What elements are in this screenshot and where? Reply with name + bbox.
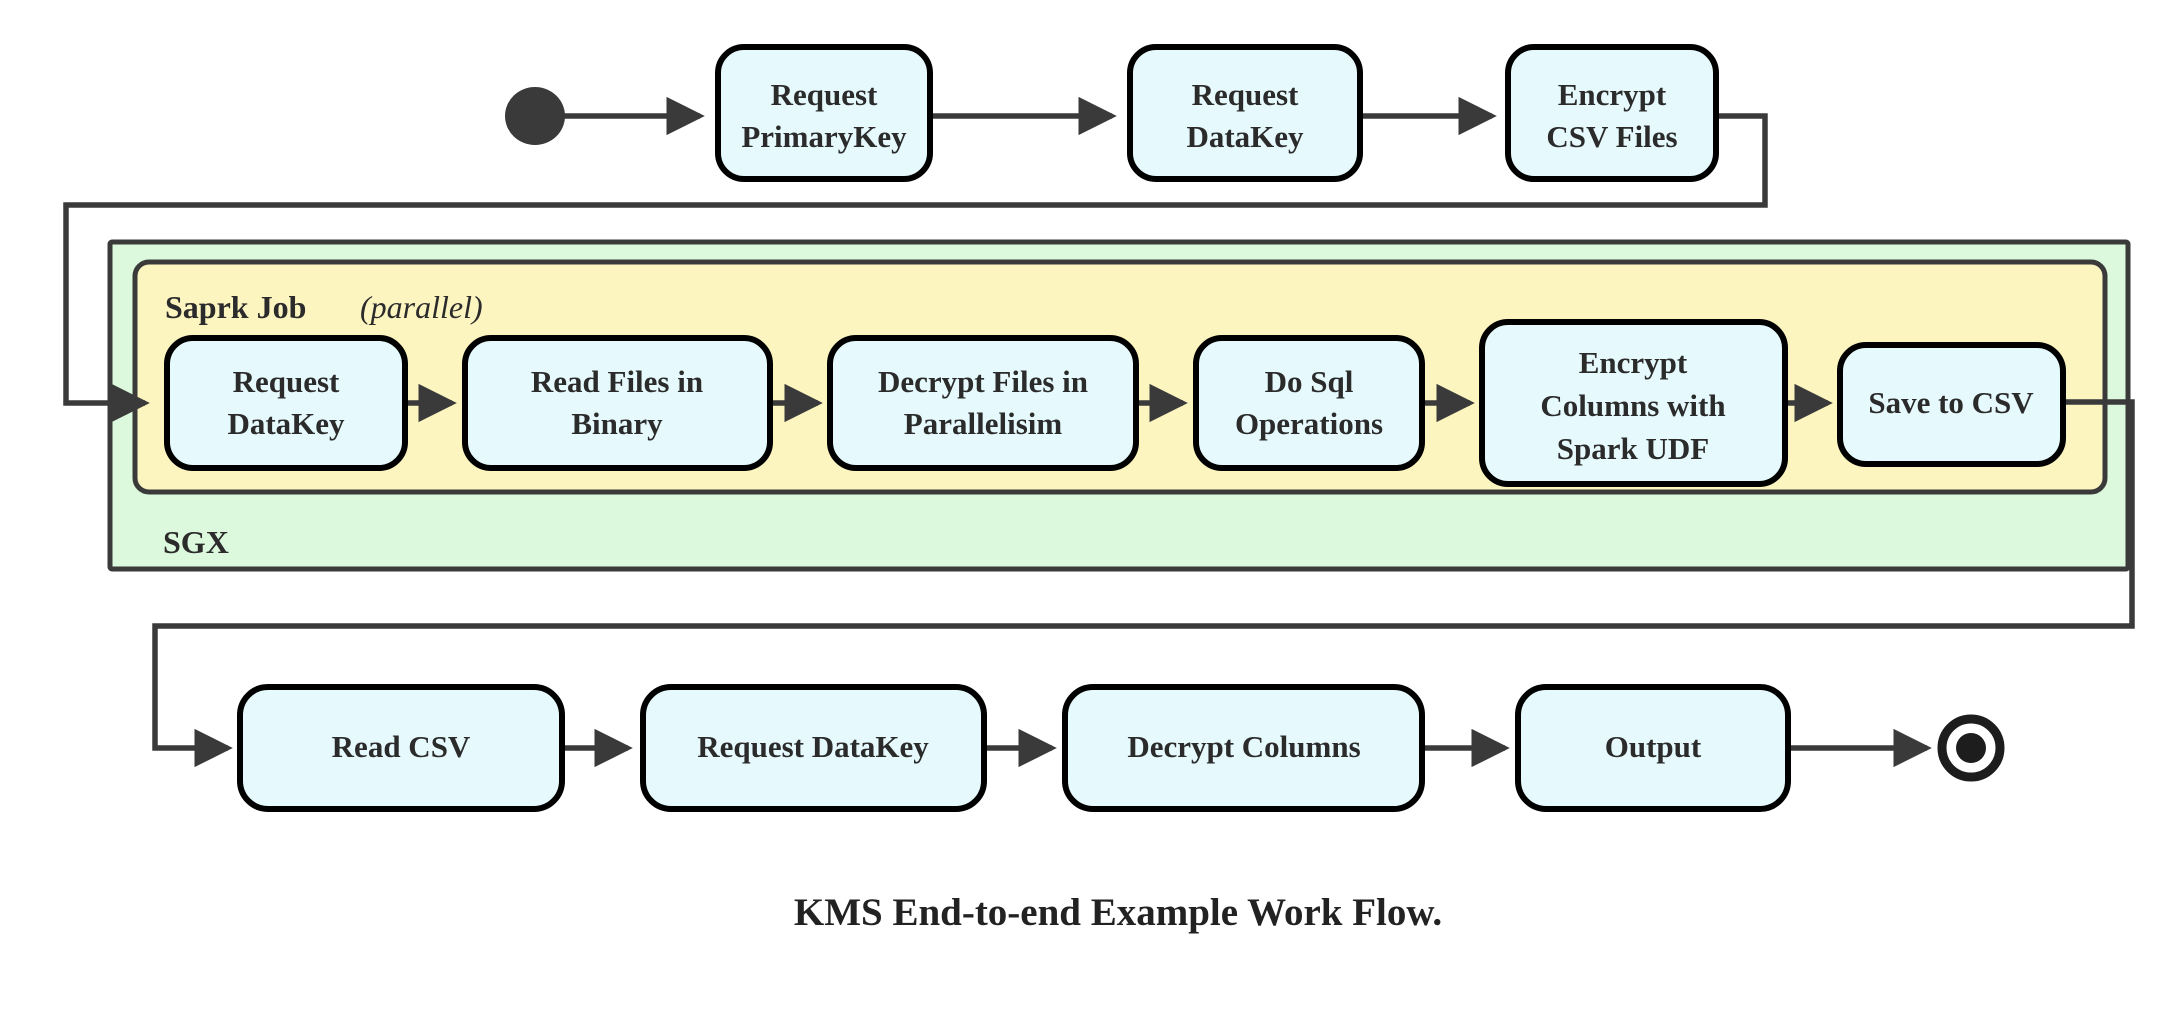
- node-decrypt-columns[interactable]: Decrypt Columns: [1062, 684, 1425, 812]
- start-state-dot: [505, 87, 565, 145]
- node-request-datakey-spark-line-1: DataKey: [227, 406, 345, 441]
- node-decrypt-columns-box[interactable]: [1062, 684, 1425, 812]
- node-encrypt-csv-files-line-1: CSV Files: [1546, 119, 1677, 154]
- spark-job-group-label: Saprk Job: [165, 289, 306, 325]
- node-request-datakey-bottom-line-0: Request DataKey: [697, 729, 929, 764]
- node-decrypt-files-in-parallelisim-line-1: Parallelisim: [904, 406, 1063, 441]
- node-decrypt-files-in-parallelisim-line-0: Decrypt Files in: [878, 364, 1088, 399]
- sgx-group-label: SGX: [163, 524, 229, 560]
- node-encrypt-csv-files-box[interactable]: [1505, 44, 1719, 182]
- edges-top-row: [63, 96, 1768, 423]
- node-request-primarykey-line-1: PrimaryKey: [741, 119, 907, 154]
- node-request-datakey-top-box[interactable]: [1127, 44, 1363, 182]
- node-encrypt-columns-with-spark-udf-box[interactable]: [1479, 319, 1788, 487]
- node-encrypt-csv-files-line-0: Encrypt: [1558, 77, 1667, 112]
- node-decrypt-files-in-parallelisim[interactable]: Decrypt Files in Parallelisim: [827, 335, 1139, 471]
- node-read-files-in-binary[interactable]: Read Files in Binary: [462, 335, 773, 471]
- node-request-datakey-bottom-box[interactable]: [640, 684, 987, 812]
- node-request-datakey-spark[interactable]: Request DataKey: [164, 335, 408, 471]
- node-read-csv-box[interactable]: [237, 684, 565, 812]
- node-do-sql-operations-box[interactable]: [1193, 335, 1425, 471]
- node-encrypt-columns-with-spark-udf-line-2: Spark UDF: [1557, 431, 1709, 466]
- node-do-sql-operations-line-1: Operations: [1235, 406, 1383, 441]
- node-output-line-0: Output: [1605, 729, 1702, 764]
- edges-middle-row: [152, 383, 2135, 768]
- node-read-files-in-binary-line-0: Read Files in: [531, 364, 703, 399]
- node-request-datakey-spark-box[interactable]: [164, 335, 408, 471]
- node-save-to-csv[interactable]: Save to CSV: [1837, 342, 2066, 467]
- node-read-csv[interactable]: Read CSV: [237, 684, 565, 812]
- node-decrypt-columns-line-0: Decrypt Columns: [1127, 729, 1360, 764]
- end-state-ring: [1937, 714, 2005, 782]
- node-output[interactable]: Output: [1515, 684, 1791, 812]
- node-request-primarykey[interactable]: Request PrimaryKey: [715, 44, 933, 182]
- node-request-datakey-top[interactable]: Request DataKey: [1127, 44, 1363, 182]
- node-do-sql-operations-line-0: Do Sql: [1265, 364, 1354, 399]
- node-do-sql-operations[interactable]: Do Sql Operations: [1193, 335, 1425, 471]
- node-encrypt-csv-files[interactable]: Encrypt CSV Files: [1505, 44, 1719, 182]
- node-request-primarykey-line-0: Request: [771, 77, 878, 112]
- node-read-files-in-binary-box[interactable]: [462, 335, 773, 471]
- node-request-datakey-top-line-1: DataKey: [1186, 119, 1304, 154]
- node-request-datakey-top-line-0: Request: [1192, 77, 1299, 112]
- node-decrypt-files-in-parallelisim-box[interactable]: [827, 335, 1139, 471]
- node-save-to-csv-line-0: Save to CSV: [1868, 385, 2034, 420]
- node-encrypt-columns-with-spark-udf[interactable]: Encrypt Columns with Spark UDF: [1479, 319, 1788, 487]
- node-encrypt-columns-with-spark-udf-line-0: Encrypt: [1579, 345, 1688, 380]
- diagram-caption: KMS End-to-end Example Work Flow.: [794, 891, 1442, 934]
- node-request-datakey-spark-line-0: Request: [233, 364, 340, 399]
- node-read-files-in-binary-line-1: Binary: [571, 406, 663, 441]
- node-request-datakey-bottom[interactable]: Request DataKey: [640, 684, 987, 812]
- node-output-box[interactable]: [1515, 684, 1791, 812]
- edge-save-to-csv-to-read-csv: [152, 399, 2135, 768]
- node-encrypt-columns-with-spark-udf-line-1: Columns with: [1540, 388, 1725, 423]
- edge-encrypt-csv-files-to-request-datakey-spark: [63, 113, 1768, 423]
- node-read-csv-line-0: Read CSV: [332, 729, 471, 764]
- spark-job-group-qualifier: (parallel): [360, 289, 483, 325]
- node-request-primarykey-box[interactable]: [715, 44, 933, 182]
- node-save-to-csv-box[interactable]: [1837, 342, 2066, 467]
